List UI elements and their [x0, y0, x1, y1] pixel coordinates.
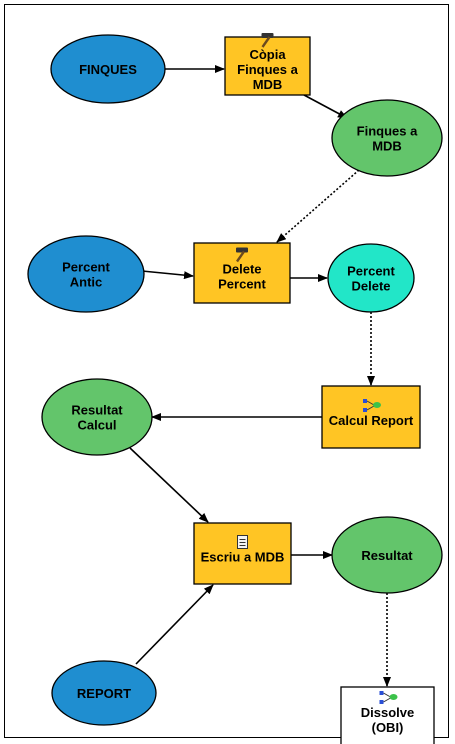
node-label-line: Delete [351, 279, 390, 294]
node-label-line: Dissolve [361, 705, 414, 720]
node-label-line: Resultat [71, 403, 123, 418]
node-resultat[interactable]: Resultat [331, 516, 443, 594]
node-report[interactable]: REPORT [51, 660, 157, 726]
node-shape [321, 385, 421, 449]
node-label-line: Percent [62, 260, 110, 275]
connector-resultat-calcul-to-escriu[interactable] [129, 447, 209, 523]
connector-finques-mdb-to-delete-percent[interactable] [276, 169, 360, 243]
node-label-line: Finques a [357, 124, 418, 139]
node-label-line: Escriu a MDB [201, 550, 285, 565]
node-shape [327, 243, 415, 313]
node-shape [331, 99, 443, 177]
node-label-line: FINQUES [79, 62, 137, 77]
connector-percent-antic-to-delete-percent[interactable] [141, 270, 194, 280]
node-label-line: Delete [222, 262, 261, 277]
node-calcul-report[interactable]: Calcul Report [321, 385, 421, 449]
node-label-line: Calcul [77, 418, 116, 433]
node-label-line: (OBI) [372, 720, 404, 735]
node-dissolve[interactable]: Dissolve(OBI) [340, 686, 435, 744]
node-label-line: MDB [253, 77, 283, 92]
node-label-line: Còpia [249, 47, 286, 62]
node-finques[interactable]: FINQUES [50, 34, 166, 104]
node-label-line: Percent [347, 264, 395, 279]
node-shape [331, 516, 443, 594]
connectors [129, 65, 391, 687]
diagram-frame [4, 4, 449, 738]
node-shape [27, 235, 145, 313]
node-label-line: Calcul Report [329, 413, 414, 428]
hammer-icon [261, 33, 274, 48]
connector-copia-to-finques-mdb[interactable] [303, 94, 348, 119]
connector-report-to-escriu[interactable] [135, 584, 214, 665]
hammer-icon [236, 247, 248, 263]
node-shape [193, 242, 291, 304]
node-escriu[interactable]: Escriu a MDB [193, 522, 292, 585]
node-label-line: Antic [70, 275, 103, 290]
script-icon [237, 535, 248, 549]
node-shape [41, 378, 153, 456]
node-label-line: Finques a [237, 62, 298, 77]
node-label-line: Percent [218, 277, 266, 292]
model-icon [379, 691, 398, 704]
node-shape [50, 34, 166, 104]
node-shape [193, 522, 292, 585]
node-label-line: Resultat [361, 548, 413, 563]
node-shape [51, 660, 157, 726]
node-label-line: MDB [372, 139, 402, 154]
model-icon [363, 399, 381, 412]
node-shape [340, 686, 435, 744]
node-label-line: REPORT [77, 686, 131, 701]
